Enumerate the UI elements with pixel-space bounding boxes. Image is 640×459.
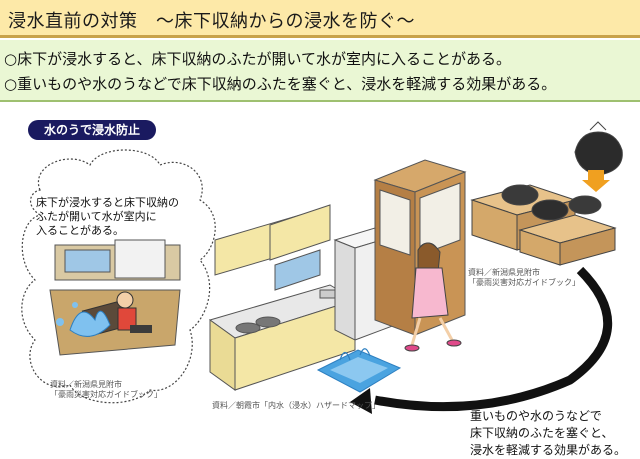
title-bar: 浸水直前の対策 〜床下収納からの浸水を防ぐ〜 bbox=[0, 0, 640, 38]
bullet-panel: ○床下が浸水すると、床下収納のふたが開いて水が室内に入ることがある。 ○重いもの… bbox=[0, 40, 640, 102]
credit-line: 資料／新潟県見附市 bbox=[50, 380, 122, 389]
credit-left: 資料／新潟県見附市 「豪雨災害対応ガイドブック」 bbox=[50, 380, 162, 400]
kitchen bbox=[208, 204, 357, 391]
caption-line: 浸水を軽減する効果がある。 bbox=[470, 443, 627, 457]
credit-line: 「豪雨災害対応ガイドブック」 bbox=[468, 278, 580, 287]
cloud-line: 床下が浸水すると床下収納の bbox=[36, 196, 179, 209]
credit-line: 「豪雨災害対応ガイドブック」 bbox=[50, 390, 162, 399]
caption-line: 重いものや水のうなどで bbox=[470, 409, 602, 423]
floor-hatch-water bbox=[316, 348, 402, 393]
cloud-caption: 床下が浸水すると床下収納の ふたが開いて水が室内に 入ることがある。 bbox=[36, 196, 181, 238]
cloud-line: 入ることがある。 bbox=[36, 224, 124, 237]
credit-line: 資料／新潟県見附市 bbox=[468, 268, 540, 277]
girl-figure bbox=[404, 242, 462, 352]
cardboard-boxes bbox=[470, 184, 617, 266]
down-arrow-icon bbox=[582, 170, 610, 192]
effect-caption: 重いものや水のうなどで 床下収納のふたを塞ぐと、 浸水を軽減する効果がある。 bbox=[470, 408, 626, 459]
bullet-item: ○重いものや水のうなどで床下収納のふたを塞ぐと、浸水を軽減する効果がある。 bbox=[4, 75, 557, 93]
credit-right: 資料／新潟県見附市 「豪雨災害対応ガイドブック」 bbox=[468, 268, 580, 288]
caption-line: 床下収納のふたを塞ぐと、 bbox=[470, 426, 614, 440]
section-badge: 水のうで浸水防止 bbox=[28, 120, 156, 140]
sandbag-icon bbox=[574, 121, 623, 176]
bullet-item: ○床下が浸水すると、床下収納のふたが開いて水が室内に入ることがある。 bbox=[4, 50, 512, 68]
flood-scene-cartoon bbox=[49, 239, 181, 356]
credit-bottom: 資料／朝霞市「内水（浸水）ハザードマップ」 bbox=[212, 401, 380, 410]
page-title: 浸水直前の対策 〜床下収納からの浸水を防ぐ〜 bbox=[8, 11, 415, 32]
curved-arrow-icon bbox=[374, 266, 613, 412]
cloud-line: ふたが開いて水が室内に bbox=[36, 210, 157, 223]
